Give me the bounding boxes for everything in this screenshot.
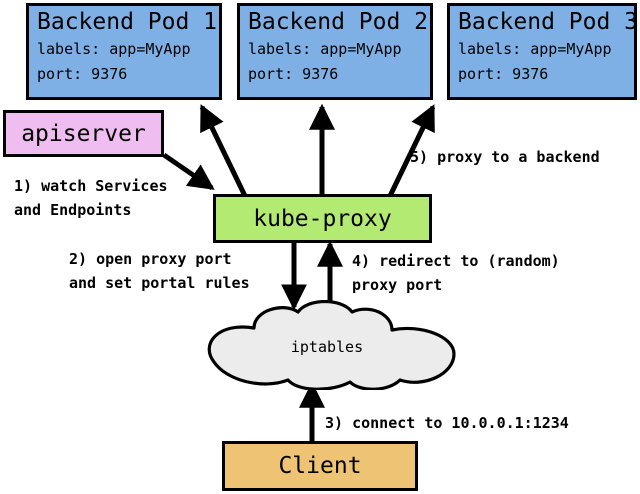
backend-pod-3-port: port: 9376 — [458, 65, 549, 83]
backend-pod-2-port: port: 9376 — [248, 65, 339, 83]
iptables-label: iptables — [290, 338, 364, 356]
step-4-label-line1: 4) redirect to (random) — [352, 252, 560, 270]
backend-pod-3-title: Backend Pod 3 — [458, 9, 639, 35]
step-2-label-line1: 2) open proxy port — [69, 250, 232, 268]
iptables-cloud[interactable]: iptables — [192, 300, 462, 391]
backend-pod-2-labels: labels: app=MyApp — [248, 40, 402, 58]
backend-pod-1-box[interactable]: Backend Pod 1 labels: app=MyApp port: 93… — [26, 3, 222, 100]
backend-pod-1-port: port: 9376 — [37, 65, 128, 83]
backend-pod-3-box[interactable]: Backend Pod 3 labels: app=MyApp port: 93… — [447, 3, 639, 100]
step-1-label-line2: and Endpoints — [14, 201, 132, 219]
client-box[interactable]: Client — [222, 441, 418, 491]
backend-pod-1-labels: labels: app=MyApp — [37, 40, 191, 58]
apiserver-label: apiserver — [21, 120, 146, 147]
backend-pod-1-title: Backend Pod 1 — [37, 9, 218, 35]
client-label: Client — [278, 453, 362, 479]
backend-pod-2-title: Backend Pod 2 — [248, 9, 429, 35]
step-3-label: 3) connect to 10.0.0.1:1234 — [325, 414, 569, 432]
backend-pod-3-labels: labels: app=MyApp — [458, 40, 612, 58]
arrow-apiserver-to-kubeproxy — [162, 152, 215, 191]
iptables-cloud-shape — [207, 300, 456, 391]
step-4-label-line2: proxy port — [352, 276, 443, 294]
kube-proxy-label: kube-proxy — [253, 205, 392, 232]
arrow-kubeproxy-to-pod1 — [199, 104, 248, 198]
backend-pod-2-box[interactable]: Backend Pod 2 labels: app=MyApp port: 93… — [237, 3, 433, 100]
kube-proxy-box[interactable]: kube-proxy — [213, 194, 432, 243]
step-2-label-line2: and set portal rules — [69, 274, 250, 292]
step-1-label-line1: 1) watch Services — [14, 177, 168, 195]
apiserver-box[interactable]: apiserver — [3, 110, 164, 157]
step-5-label: 5) proxy to a backend — [410, 148, 600, 166]
